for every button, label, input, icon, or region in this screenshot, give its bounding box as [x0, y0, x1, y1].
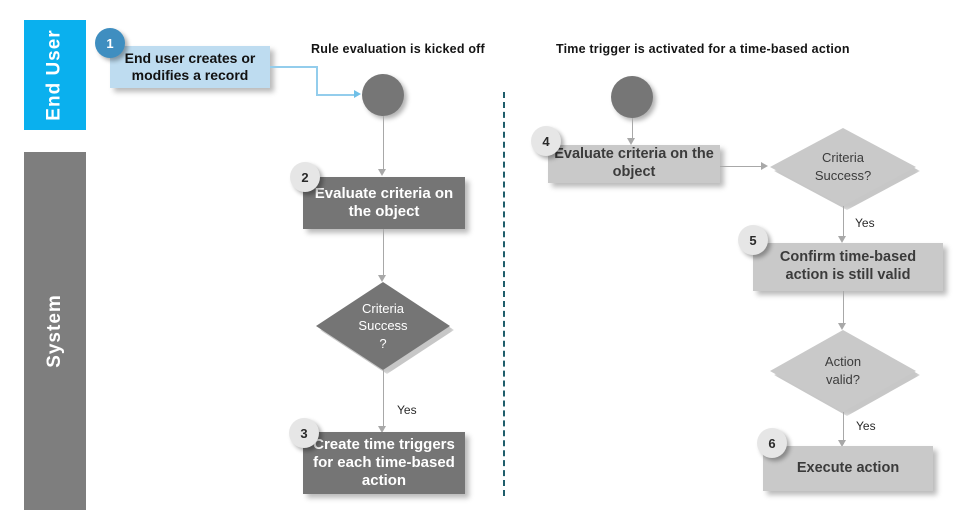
connector-step5-to-dec3-arrow: [838, 323, 846, 330]
connector-startright-to-step4-arrow: [627, 138, 635, 145]
connector-startright-to-step4: [632, 118, 633, 140]
decision-label-group: Action valid?: [770, 330, 916, 412]
step-badge-2: 2: [290, 162, 320, 192]
connector-dec1-to-step3-arrow: [378, 426, 386, 433]
connector-dec3-to-step6-arrow: [838, 440, 846, 447]
node-step-4[interactable]: Evaluate criteria on the object: [548, 145, 720, 183]
section-divider: [503, 92, 505, 496]
connector-step4-to-dec2-arrow: [761, 162, 768, 170]
step-badge-3: 3: [289, 418, 319, 448]
connector-step2-to-dec1: [383, 229, 384, 276]
connector-step4-to-dec2: [720, 166, 763, 167]
node-step-2[interactable]: Evaluate criteria on the object: [303, 177, 465, 229]
connector-step5-to-dec3: [843, 291, 844, 325]
swimlane-end-user-label: End User: [44, 29, 66, 121]
edge-label-dec3-yes: Yes: [856, 419, 876, 433]
connector-step2-to-dec1-arrow: [378, 275, 386, 282]
connector-step1-seg2: [316, 66, 318, 95]
edge-label-dec2-yes: Yes: [855, 216, 875, 230]
swimlane-system-label: System: [44, 294, 66, 368]
node-step-6[interactable]: Execute action: [763, 446, 933, 491]
node-decision-action-valid[interactable]: Action valid?: [770, 330, 920, 416]
decision-label-line2: Success?: [814, 168, 872, 183]
connector-dec2-to-step5-arrow: [838, 236, 846, 243]
decision-label-line3: ?: [379, 335, 387, 351]
decision-label-line2: valid?: [826, 372, 860, 387]
connector-step1-arrowhead: [354, 90, 361, 98]
decision-label-group: Criteria Success ?: [316, 282, 450, 370]
decision-label-line1: Criteria: [822, 150, 864, 166]
section-title-left: Rule evaluation is kicked off: [311, 42, 485, 56]
node-decision-criteria-success-right[interactable]: Criteria Success?: [770, 128, 920, 210]
section-title-right: Time trigger is activated for a time-bas…: [556, 42, 850, 56]
edge-label-dec1-yes: Yes: [397, 403, 417, 417]
step-badge-4: 4: [531, 126, 561, 156]
node-step-5[interactable]: Confirm time-based action is still valid: [753, 243, 943, 291]
node-step-3[interactable]: Create time triggers for each time-based…: [303, 432, 465, 494]
decision-label-line2: Success: [358, 318, 408, 334]
connector-dec2-to-step5: [843, 206, 844, 238]
node-start-right: [611, 76, 653, 118]
decision-label-line1: Action: [824, 354, 862, 370]
connector-startleft-to-step2-arrow: [378, 169, 386, 176]
swimlane-system: System: [24, 152, 86, 510]
connector-dec3-to-step6: [843, 412, 844, 444]
node-decision-criteria-success-left[interactable]: Criteria Success ?: [316, 282, 454, 374]
decision-label-line1: Criteria: [362, 300, 404, 316]
swimlane-end-user: End User: [24, 20, 86, 130]
decision-label-group: Criteria Success?: [770, 128, 916, 206]
connector-startleft-to-step2: [383, 116, 384, 170]
connector-dec1-to-step3: [383, 370, 384, 428]
connector-step1-seg3: [316, 94, 356, 96]
step-badge-1: 1: [95, 28, 125, 58]
node-step-1[interactable]: End user creates or modifies a record: [110, 46, 270, 88]
connector-step1-seg1: [270, 66, 317, 68]
step-badge-5: 5: [738, 225, 768, 255]
step-badge-6: 6: [757, 428, 787, 458]
node-start-left: [362, 74, 404, 116]
